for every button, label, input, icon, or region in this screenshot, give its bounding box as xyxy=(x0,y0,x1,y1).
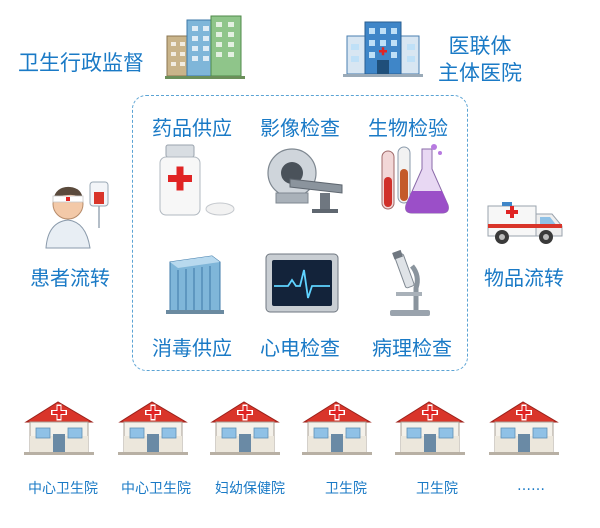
service-label-lab-test: 生物检验 xyxy=(368,116,448,140)
clinic-label: 中心卫生院 xyxy=(121,481,191,497)
service-label-ecg: 心电检查 xyxy=(260,336,340,360)
patient-transfer-label: 患者流转 xyxy=(30,266,110,290)
service-label-sterilization: 消毒供应 xyxy=(152,336,232,360)
clinic-building-icon xyxy=(208,396,282,456)
clinic-building-icon xyxy=(22,396,96,456)
ecg-monitor-icon xyxy=(264,252,340,314)
clinic-label: 中心卫生院 xyxy=(28,481,98,497)
service-label-drug-supply: 药品供应 xyxy=(152,116,232,140)
clinic-label: …… xyxy=(517,478,545,494)
services-box xyxy=(132,95,468,371)
patient-icon xyxy=(40,178,112,249)
lab-flask-icon xyxy=(376,143,454,217)
clinic-building-icon xyxy=(393,396,467,456)
health-admin-label: 卫生行政监督 xyxy=(18,51,144,75)
ct-scanner-icon xyxy=(266,143,346,215)
service-label-pathology: 病理检查 xyxy=(372,336,452,360)
sterilization-building-icon xyxy=(162,252,228,316)
office-buildings-icon xyxy=(165,14,245,80)
clinic-building-icon xyxy=(300,396,374,456)
microscope-icon xyxy=(386,248,438,318)
clinic-label: 卫生院 xyxy=(416,481,458,497)
clinic-label: 卫生院 xyxy=(325,481,367,497)
hospital-building-icon xyxy=(343,16,423,78)
clinic-building-icon xyxy=(487,396,561,456)
lead-hospital-label-line2: 主体医院 xyxy=(438,61,522,85)
medicine-bottle-icon xyxy=(152,143,242,219)
clinic-label: 妇幼保健院 xyxy=(215,481,285,497)
lead-hospital-label-line1: 医联体 xyxy=(448,34,512,58)
goods-transfer-label: 物品流转 xyxy=(484,266,564,290)
ambulance-icon xyxy=(484,196,566,246)
clinic-building-icon xyxy=(116,396,190,456)
service-label-imaging: 影像检查 xyxy=(260,116,340,140)
